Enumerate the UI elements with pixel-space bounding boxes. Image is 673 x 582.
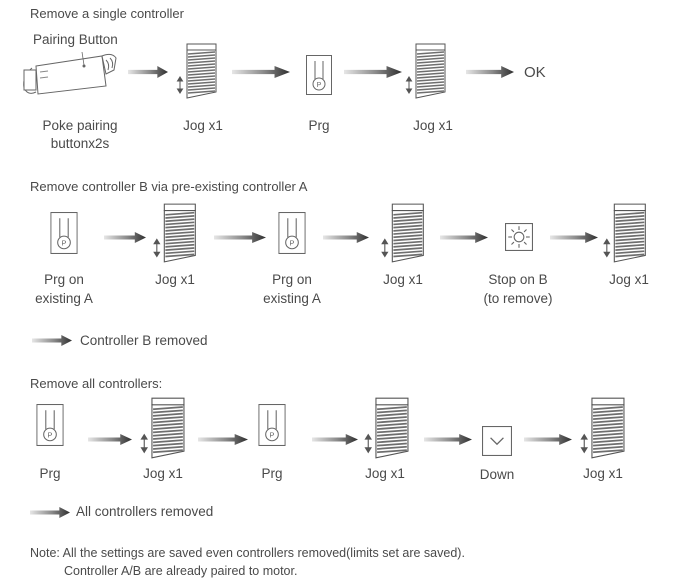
arrow-icon [214,232,266,243]
arrow-icon [30,507,70,518]
step-label: Poke pairing [42,118,118,133]
section-title-single: Remove a single controller [30,6,184,21]
arrow-icon [32,335,72,346]
step-label: existing A [263,291,321,306]
step-label: Jog x1 [143,466,183,481]
step-label: Prg on [44,272,84,287]
arrow-icon [104,232,146,243]
blind-icon [362,396,412,460]
arrow-icon [466,66,514,78]
arrow-icon [424,434,472,445]
blind-icon [138,396,188,460]
arrow-icon [440,232,488,243]
blind-icon [176,42,218,100]
arrow-icon [550,232,598,243]
step-label: buttonx2s [50,136,110,151]
result-controller-b-removed: Controller B removed [80,333,208,348]
arrow-icon [344,66,402,78]
remote-prg-icon [306,55,332,95]
arrow-icon [312,434,358,445]
remote-prg-icon [36,404,64,446]
arrow-icon [128,66,168,78]
blind-icon [380,202,426,264]
step-label: Jog x1 [413,118,453,133]
note-line-1: Note: All the settings are saved even co… [30,546,465,560]
pairing-button-callout: Pairing Button [33,32,118,47]
arrow-icon [232,66,290,78]
step-label: Prg [261,466,283,481]
section-title-via-a: Remove controller B via pre-existing con… [30,179,308,194]
blind-icon [152,202,198,264]
step-label: Jog x1 [383,272,423,287]
section-title-all: Remove all controllers: [30,376,163,391]
step-label: Down [479,467,515,482]
remote-prg-icon [50,212,78,254]
step-label: Jog x1 [155,272,195,287]
step-label: Prg on [272,272,312,287]
arrow-icon [88,434,132,445]
note-line-2: Controller A/B are already paired to mot… [64,564,298,578]
arrow-icon [198,434,248,445]
step-label: (to remove) [483,291,553,306]
arrow-icon [323,232,369,243]
blind-icon [578,396,628,460]
arrow-icon [524,434,572,445]
step-label: existing A [35,291,93,306]
remote-prg-icon [278,212,306,254]
sun-stop-button-icon [505,223,533,251]
step-label: Jog x1 [183,118,223,133]
ok-label: OK [524,64,546,81]
blind-icon [602,202,648,264]
remote-prg-icon [258,404,286,446]
result-all-removed: All controllers removed [76,504,214,519]
blind-icon [405,42,447,100]
step-label: Jog x1 [609,272,649,287]
step-label: Prg [308,118,330,133]
down-button-icon [482,426,512,456]
step-label: Prg [39,466,61,481]
motor-tube-icon [18,48,128,108]
step-label: Stop on B [488,272,548,287]
step-label: Jog x1 [365,466,405,481]
step-label: Jog x1 [583,466,623,481]
